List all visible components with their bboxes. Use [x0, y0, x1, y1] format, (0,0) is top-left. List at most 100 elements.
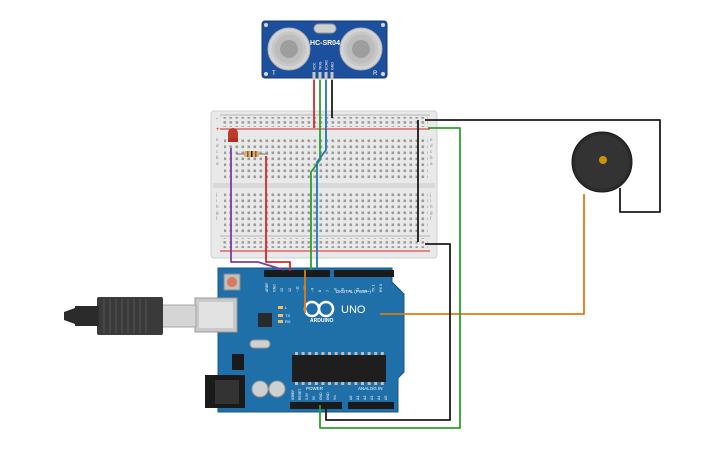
analog-pin-label: A1 [356, 396, 360, 400]
digital-pin-label: TX 1 [371, 284, 375, 292]
sensor-r-mark: R [373, 71, 378, 77]
svg-text:TX: TX [285, 313, 290, 318]
wire-sensor-echo [316, 80, 327, 270]
reset-button [223, 273, 241, 291]
power-pin-label: Vin [333, 395, 337, 400]
analog-pin-label: A3 [370, 396, 374, 400]
resistor [236, 151, 268, 157]
usb-connector [194, 297, 238, 333]
digital-pin-label: ~9 [311, 288, 315, 292]
power-pin-label: RESET [298, 389, 302, 400]
analog-pin-label: A5 [384, 396, 388, 400]
digital-pin-label: ~5 [341, 288, 345, 292]
analog-header [348, 402, 394, 409]
lower-terminal-strip [224, 191, 428, 233]
row-letter: a [216, 161, 219, 166]
sensor-pin [324, 72, 328, 80]
piezo-buzzer [571, 131, 633, 193]
digital-pin-label: AREF [265, 282, 269, 292]
analog-pin-label: A4 [377, 396, 381, 400]
rail-minus-label: - [216, 116, 218, 122]
sensor-t-mark: T [272, 71, 276, 77]
power-pin-label: 3.3V [305, 392, 309, 400]
row-letter: c [430, 149, 433, 154]
capacitor [268, 380, 286, 398]
digital-pin-label: GND [273, 284, 277, 292]
arduino-logo: ARDUINO UNO [303, 300, 366, 324]
usb-cable [64, 297, 197, 335]
voltage-regulator [232, 354, 244, 370]
wire-gnd-to-board [325, 243, 451, 421]
sensor-pin-label: ECHO [325, 60, 329, 70]
row-letter: b [216, 155, 219, 160]
sensor-pin-label: TRIG [319, 61, 323, 70]
wire-5v-supply [319, 127, 461, 429]
wire-buzzer-gnd [425, 119, 661, 213]
row-letter: g [430, 210, 433, 215]
crystal-oscillator [313, 23, 337, 34]
digital-pin-label: ~11 [295, 286, 299, 292]
wire-led-purple [230, 148, 285, 271]
power-jack [205, 375, 245, 408]
row-letter: e [216, 137, 219, 142]
power-pin-label: 5V [312, 395, 316, 400]
analog-pin-label: A2 [363, 396, 367, 400]
power-pin-label: IOREF [291, 390, 295, 400]
row-letter: i [216, 198, 217, 203]
row-letter: j [429, 192, 431, 197]
digital-pin-label: 4 [349, 290, 353, 292]
sensor-pin [312, 72, 316, 80]
analog-header-label: ANALOG IN [358, 386, 383, 391]
row-letter: f [430, 216, 432, 221]
row-letter: d [430, 143, 433, 148]
sensor-pin [330, 72, 334, 80]
power-header-label: POWER [306, 386, 324, 391]
analog-pin-label: A0 [349, 396, 353, 400]
digital-pin-label: 2 [364, 290, 368, 292]
wire-buzzer-signal [380, 194, 585, 315]
digital-header-label: DIGITAL (PWM~) [336, 289, 371, 294]
row-letter: a [430, 161, 433, 166]
board-crystal [249, 339, 271, 349]
digital-pin-label: 12 [288, 288, 292, 292]
arduino-board-label: UNO [341, 304, 366, 316]
row-letter: g [216, 210, 219, 215]
wires [230, 80, 661, 429]
top-power-rail [222, 117, 428, 127]
digital-pin-label: ~3 [356, 288, 360, 292]
atmega-chip [292, 352, 386, 385]
status-leds: L TX RX [278, 305, 291, 324]
digital-pin-label: 7 [326, 290, 330, 292]
wire-led-signal [265, 156, 291, 271]
row-letter: b [430, 155, 433, 160]
row-letter: e [430, 137, 433, 142]
arduino-uno-board: ARDUINO UNO L TX RX DIGITAL (PWM~) POWER… [64, 267, 405, 413]
row-letter: i [430, 198, 431, 203]
svg-text:L: L [285, 305, 288, 310]
sensor-pin [318, 72, 322, 80]
svg-text:RX: RX [285, 319, 291, 324]
usb-chip [258, 313, 272, 327]
center-channel [213, 183, 435, 188]
digital-pin-label: ~6 [333, 288, 337, 292]
row-letter: f [216, 216, 218, 221]
sensor-pin-label: VCC [313, 62, 317, 70]
arduino-brand-label: ARDUINO [310, 318, 333, 324]
red-led [228, 128, 238, 142]
row-letter: c [216, 149, 219, 154]
sensor-model-label: HC-SR04 [310, 40, 340, 47]
digital-pin-label: 8 [318, 290, 322, 292]
receiver-transducer [339, 27, 383, 71]
sensor-pin-label: GND [331, 62, 335, 70]
digital-header-left [264, 270, 330, 277]
digital-pin-label: RX 0 [379, 284, 383, 292]
row-letter: h [216, 204, 219, 209]
wire-sensor-trig [310, 80, 321, 270]
bottom-power-rail [222, 238, 428, 248]
